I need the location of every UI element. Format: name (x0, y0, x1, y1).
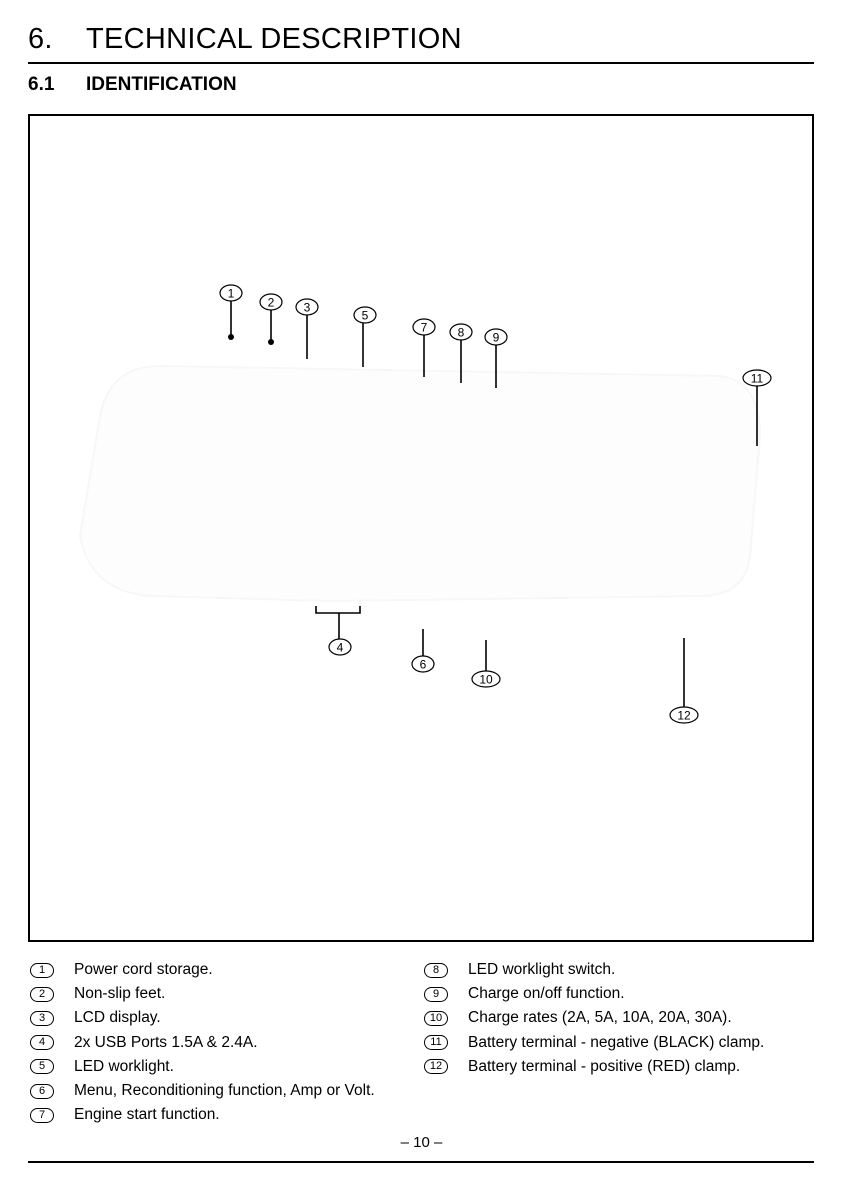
svg-text:8: 8 (458, 326, 465, 340)
top-rule (28, 62, 814, 64)
bottom-rule (28, 1161, 814, 1163)
legend-text: Menu, Reconditioning function, Amp or Vo… (74, 1081, 375, 1099)
legend-number: 10 (424, 1010, 448, 1026)
legend-item: 6 Menu, Reconditioning function, Amp or V… (30, 1079, 375, 1103)
legend-number: 3 (30, 1010, 54, 1026)
section-heading: 6. TECHNICAL DESCRIPTION (28, 22, 462, 56)
legend-text: Battery terminal - positive (RED) clamp. (468, 1057, 741, 1075)
legend-number: 11 (424, 1035, 448, 1051)
legend-item: 10 Charge rates (2A, 5A, 10A, 20A, 30A). (424, 1006, 764, 1030)
legend-item: 7 Engine start function. (30, 1103, 375, 1127)
legend-item: 3 LCD display. (30, 1006, 375, 1030)
svg-text:1: 1 (228, 287, 235, 301)
svg-text:3: 3 (304, 301, 311, 315)
identification-figure: 1 2 3 5 7 8 (28, 114, 814, 942)
legend-number: 2 (30, 986, 54, 1002)
legend-number: 12 (424, 1059, 448, 1075)
legend-text: LCD display. (74, 1009, 161, 1027)
legend-text: Engine start function. (74, 1106, 220, 1124)
legend-item: 8 LED worklight switch. (424, 958, 764, 982)
legend-item: 12 Battery terminal - positive (RED) clam… (424, 1055, 764, 1079)
legend-number: 8 (424, 962, 448, 978)
legend-item: 4 2x USB Ports 1.5A & 2.4A. (30, 1031, 375, 1055)
legend-text: Charge on/off function. (468, 985, 625, 1003)
svg-text:11: 11 (751, 372, 764, 386)
legend-text: LED worklight switch. (468, 961, 616, 978)
callout-7: 7 (412, 318, 436, 377)
legend-left: 1 Power cord storage. 2 Non-slip feet. 3 LC… (30, 958, 375, 1127)
subsection-title: IDENTIFICATION (86, 74, 237, 95)
legend-text: Non-slip feet. (74, 985, 166, 1003)
legend-number: 5 (30, 1059, 54, 1075)
svg-text:10: 10 (479, 673, 493, 687)
svg-text:9: 9 (493, 331, 500, 345)
legend-item: 9 Charge on/off function. (424, 982, 764, 1006)
legend-number: 9 (424, 986, 448, 1002)
svg-text:4: 4 (337, 641, 344, 655)
section-title: TECHNICAL DESCRIPTION (86, 23, 462, 55)
legend-number: 7 (30, 1107, 54, 1123)
legend-right: 8 LED worklight switch. 9 Charge on/off fu… (424, 958, 764, 1079)
callout-3: 3 (295, 298, 319, 359)
legend-item: 2 Non-slip feet. (30, 982, 375, 1006)
device-diagram: 1 2 3 5 7 8 (78, 284, 772, 724)
svg-text:5: 5 (362, 309, 369, 323)
legend-item: 11 Battery terminal - negative (BLACK) cl… (424, 1031, 764, 1055)
callout-9: 9 (484, 328, 508, 388)
svg-text:7: 7 (421, 321, 428, 335)
legend-text: Power cord storage. (74, 961, 213, 978)
legend-text: 2x USB Ports 1.5A & 2.4A. (74, 1033, 258, 1051)
legend-number: 4 (30, 1035, 54, 1051)
callout-10: 10 (471, 640, 501, 688)
section-number: 6. (28, 23, 53, 55)
subsection-heading: 6.1 IDENTIFICATION (28, 73, 237, 97)
legend-number: 1 (30, 962, 54, 978)
legend-text: LED worklight. (74, 1057, 174, 1075)
subsection-number: 6.1 (28, 74, 55, 95)
legend-text: Battery terminal - negative (BLACK) clam… (468, 1033, 765, 1051)
legend-item: 1 Power cord storage. (30, 958, 375, 982)
callout-11: 11 (742, 369, 772, 446)
legend-number: 6 (30, 1083, 54, 1099)
callout-12: 12 (669, 638, 699, 724)
callout-5: 5 (353, 306, 377, 367)
callout-4: 4 (315, 606, 361, 656)
legend-text: Charge rates (2A, 5A, 10A, 20A, 30A). (468, 1009, 732, 1027)
svg-text:6: 6 (420, 658, 427, 672)
callout-1: 1 (219, 284, 243, 340)
callout-6: 6 (411, 629, 435, 673)
page-number: – 10 – (400, 1134, 443, 1151)
callout-8: 8 (449, 323, 473, 383)
legend-item: 5 LED worklight. (30, 1055, 375, 1079)
callout-2: 2 (259, 293, 283, 345)
device-silhouette (78, 364, 762, 603)
svg-text:2: 2 (268, 296, 275, 310)
svg-text:12: 12 (677, 709, 691, 723)
